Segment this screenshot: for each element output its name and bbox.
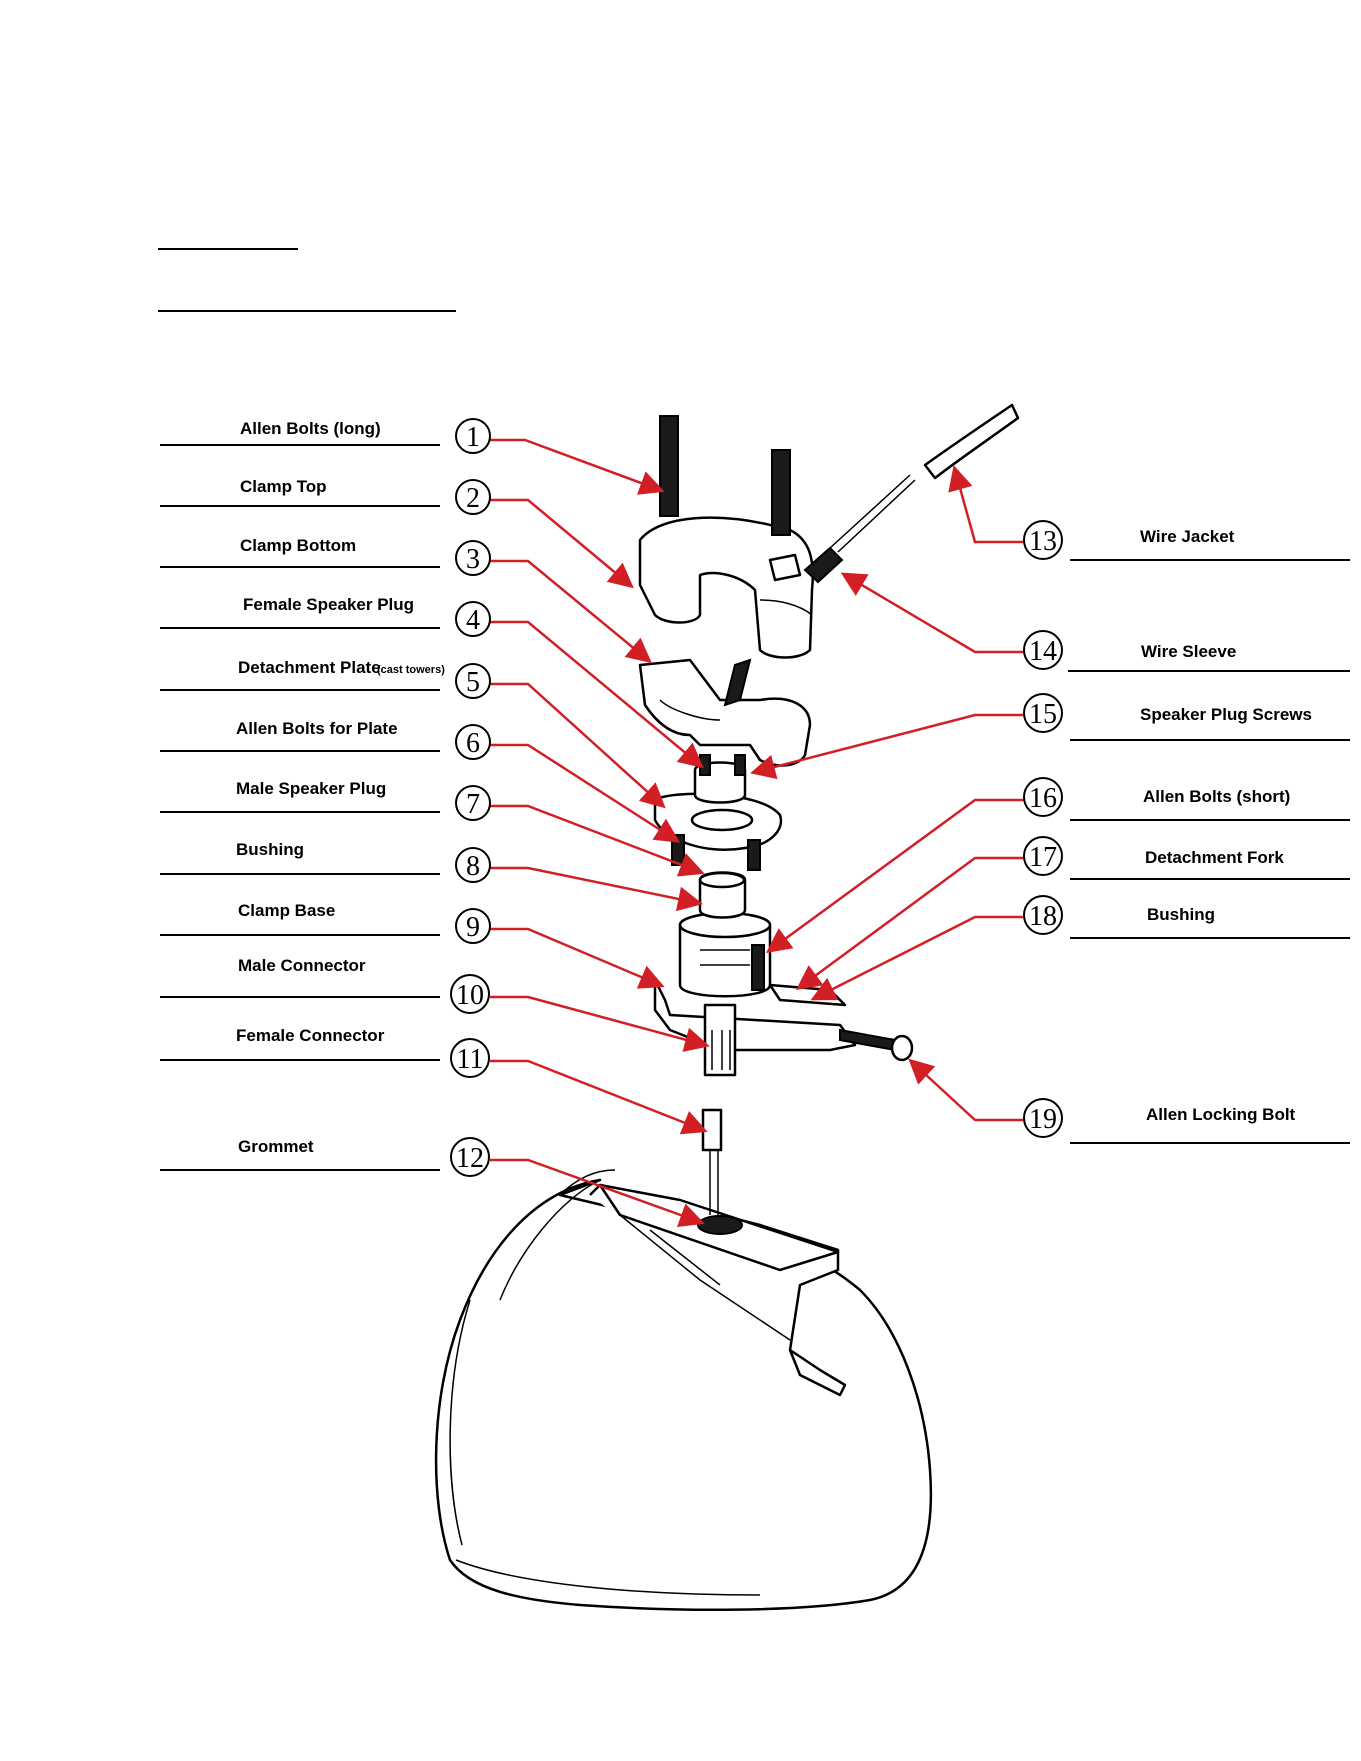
callout-9: 9	[455, 908, 491, 944]
label-8: Bushing	[236, 840, 304, 859]
svg-text:10: 10	[456, 980, 484, 1011]
label-15: Speaker Plug Screws	[1140, 705, 1312, 724]
callout-7: 7	[455, 785, 491, 821]
right-label-underlines	[1068, 559, 1350, 1144]
svg-text:8: 8	[466, 851, 480, 882]
svg-text:12: 12	[456, 1143, 484, 1174]
callout-18: 18	[1023, 895, 1063, 935]
svg-text:15: 15	[1029, 699, 1057, 730]
callout-3: 3	[455, 540, 491, 576]
label-10: Male Connector	[238, 956, 366, 975]
bushing-part	[698, 871, 747, 919]
label-9: Clamp Base	[238, 901, 335, 920]
svg-text:5: 5	[466, 667, 480, 698]
leader-lines	[490, 438, 1025, 1227]
allen-locking-bolt-part	[839, 1028, 914, 1062]
label-12: Grommet	[238, 1137, 314, 1156]
female-speaker-plug-part	[693, 754, 747, 804]
callout-10: 10	[450, 974, 490, 1014]
label-16: Allen Bolts (short)	[1143, 787, 1290, 806]
svg-text:7: 7	[466, 789, 480, 820]
label-4: Female Speaker Plug	[243, 595, 414, 614]
callout-4: 4	[455, 601, 491, 637]
label-11: Female Connector	[236, 1026, 385, 1045]
label-5: Detachment Plate	[238, 658, 381, 677]
callout-13: 13	[1023, 520, 1063, 560]
assembly-drawing	[434, 403, 1020, 1611]
label-18: Bushing	[1147, 905, 1215, 924]
label-14: Wire Sleeve	[1141, 642, 1236, 661]
left-label-underlines	[160, 444, 440, 1171]
label-19: Allen Locking Bolt	[1146, 1105, 1296, 1124]
svg-text:9: 9	[466, 912, 480, 943]
label-13: Wire Jacket	[1140, 527, 1235, 546]
callout-8: 8	[455, 847, 491, 883]
callout-17: 17	[1023, 836, 1063, 876]
label-7: Male Speaker Plug	[236, 779, 386, 798]
clamp-base-part	[653, 911, 857, 1077]
callout-15: 15	[1023, 693, 1063, 733]
callout-1: 1	[455, 418, 491, 454]
svg-text:14: 14	[1029, 636, 1057, 667]
male-connector-part	[701, 1108, 723, 1215]
svg-text:18: 18	[1029, 901, 1057, 932]
clamp-top-part	[638, 516, 814, 659]
label-5-note: (cast towers)	[377, 664, 445, 676]
wire-jacket-part	[923, 403, 1020, 480]
callout-16: 16	[1023, 777, 1063, 817]
label-2: Clamp Top	[240, 477, 327, 496]
header-rule-long	[158, 310, 456, 312]
svg-text:17: 17	[1029, 842, 1057, 873]
callout-5: 5	[455, 663, 491, 699]
right-labels: Wire Jacket Wire Sleeve Speaker Plug Scr…	[1140, 527, 1312, 1124]
header-rule-short	[158, 248, 298, 250]
callout-14: 14	[1023, 630, 1063, 670]
svg-text:13: 13	[1029, 526, 1057, 557]
left-labels: Allen Bolts (long) Clamp Top Clamp Botto…	[236, 419, 445, 1156]
svg-text:19: 19	[1029, 1104, 1057, 1135]
left-number-callouts: 1 2 3 4 5 6 7 8 9 10 11 12	[450, 418, 491, 1177]
speaker-enclosure	[434, 1169, 933, 1611]
callout-2: 2	[455, 479, 491, 515]
wire-sleeve-part	[803, 474, 916, 584]
svg-text:3: 3	[466, 544, 480, 575]
svg-text:1: 1	[466, 422, 480, 453]
svg-text:16: 16	[1029, 783, 1057, 814]
label-17: Detachment Fork	[1145, 848, 1284, 867]
label-1: Allen Bolts (long)	[240, 419, 381, 438]
clamp-bottom-part	[638, 658, 812, 767]
callout-12: 12	[450, 1137, 490, 1177]
svg-text:4: 4	[466, 605, 480, 636]
callout-11: 11	[450, 1038, 490, 1078]
svg-text:2: 2	[466, 483, 480, 514]
callout-19: 19	[1023, 1098, 1063, 1138]
svg-text:6: 6	[466, 728, 480, 759]
allen-bolts-long-part	[659, 415, 791, 536]
label-6: Allen Bolts for Plate	[236, 719, 398, 738]
label-3: Clamp Bottom	[240, 536, 356, 555]
svg-text:11: 11	[457, 1044, 484, 1075]
detachment-plate-part	[653, 792, 783, 871]
callout-6: 6	[455, 724, 491, 760]
right-number-callouts: 13 14 15 16 17 18 19	[1023, 520, 1063, 1138]
